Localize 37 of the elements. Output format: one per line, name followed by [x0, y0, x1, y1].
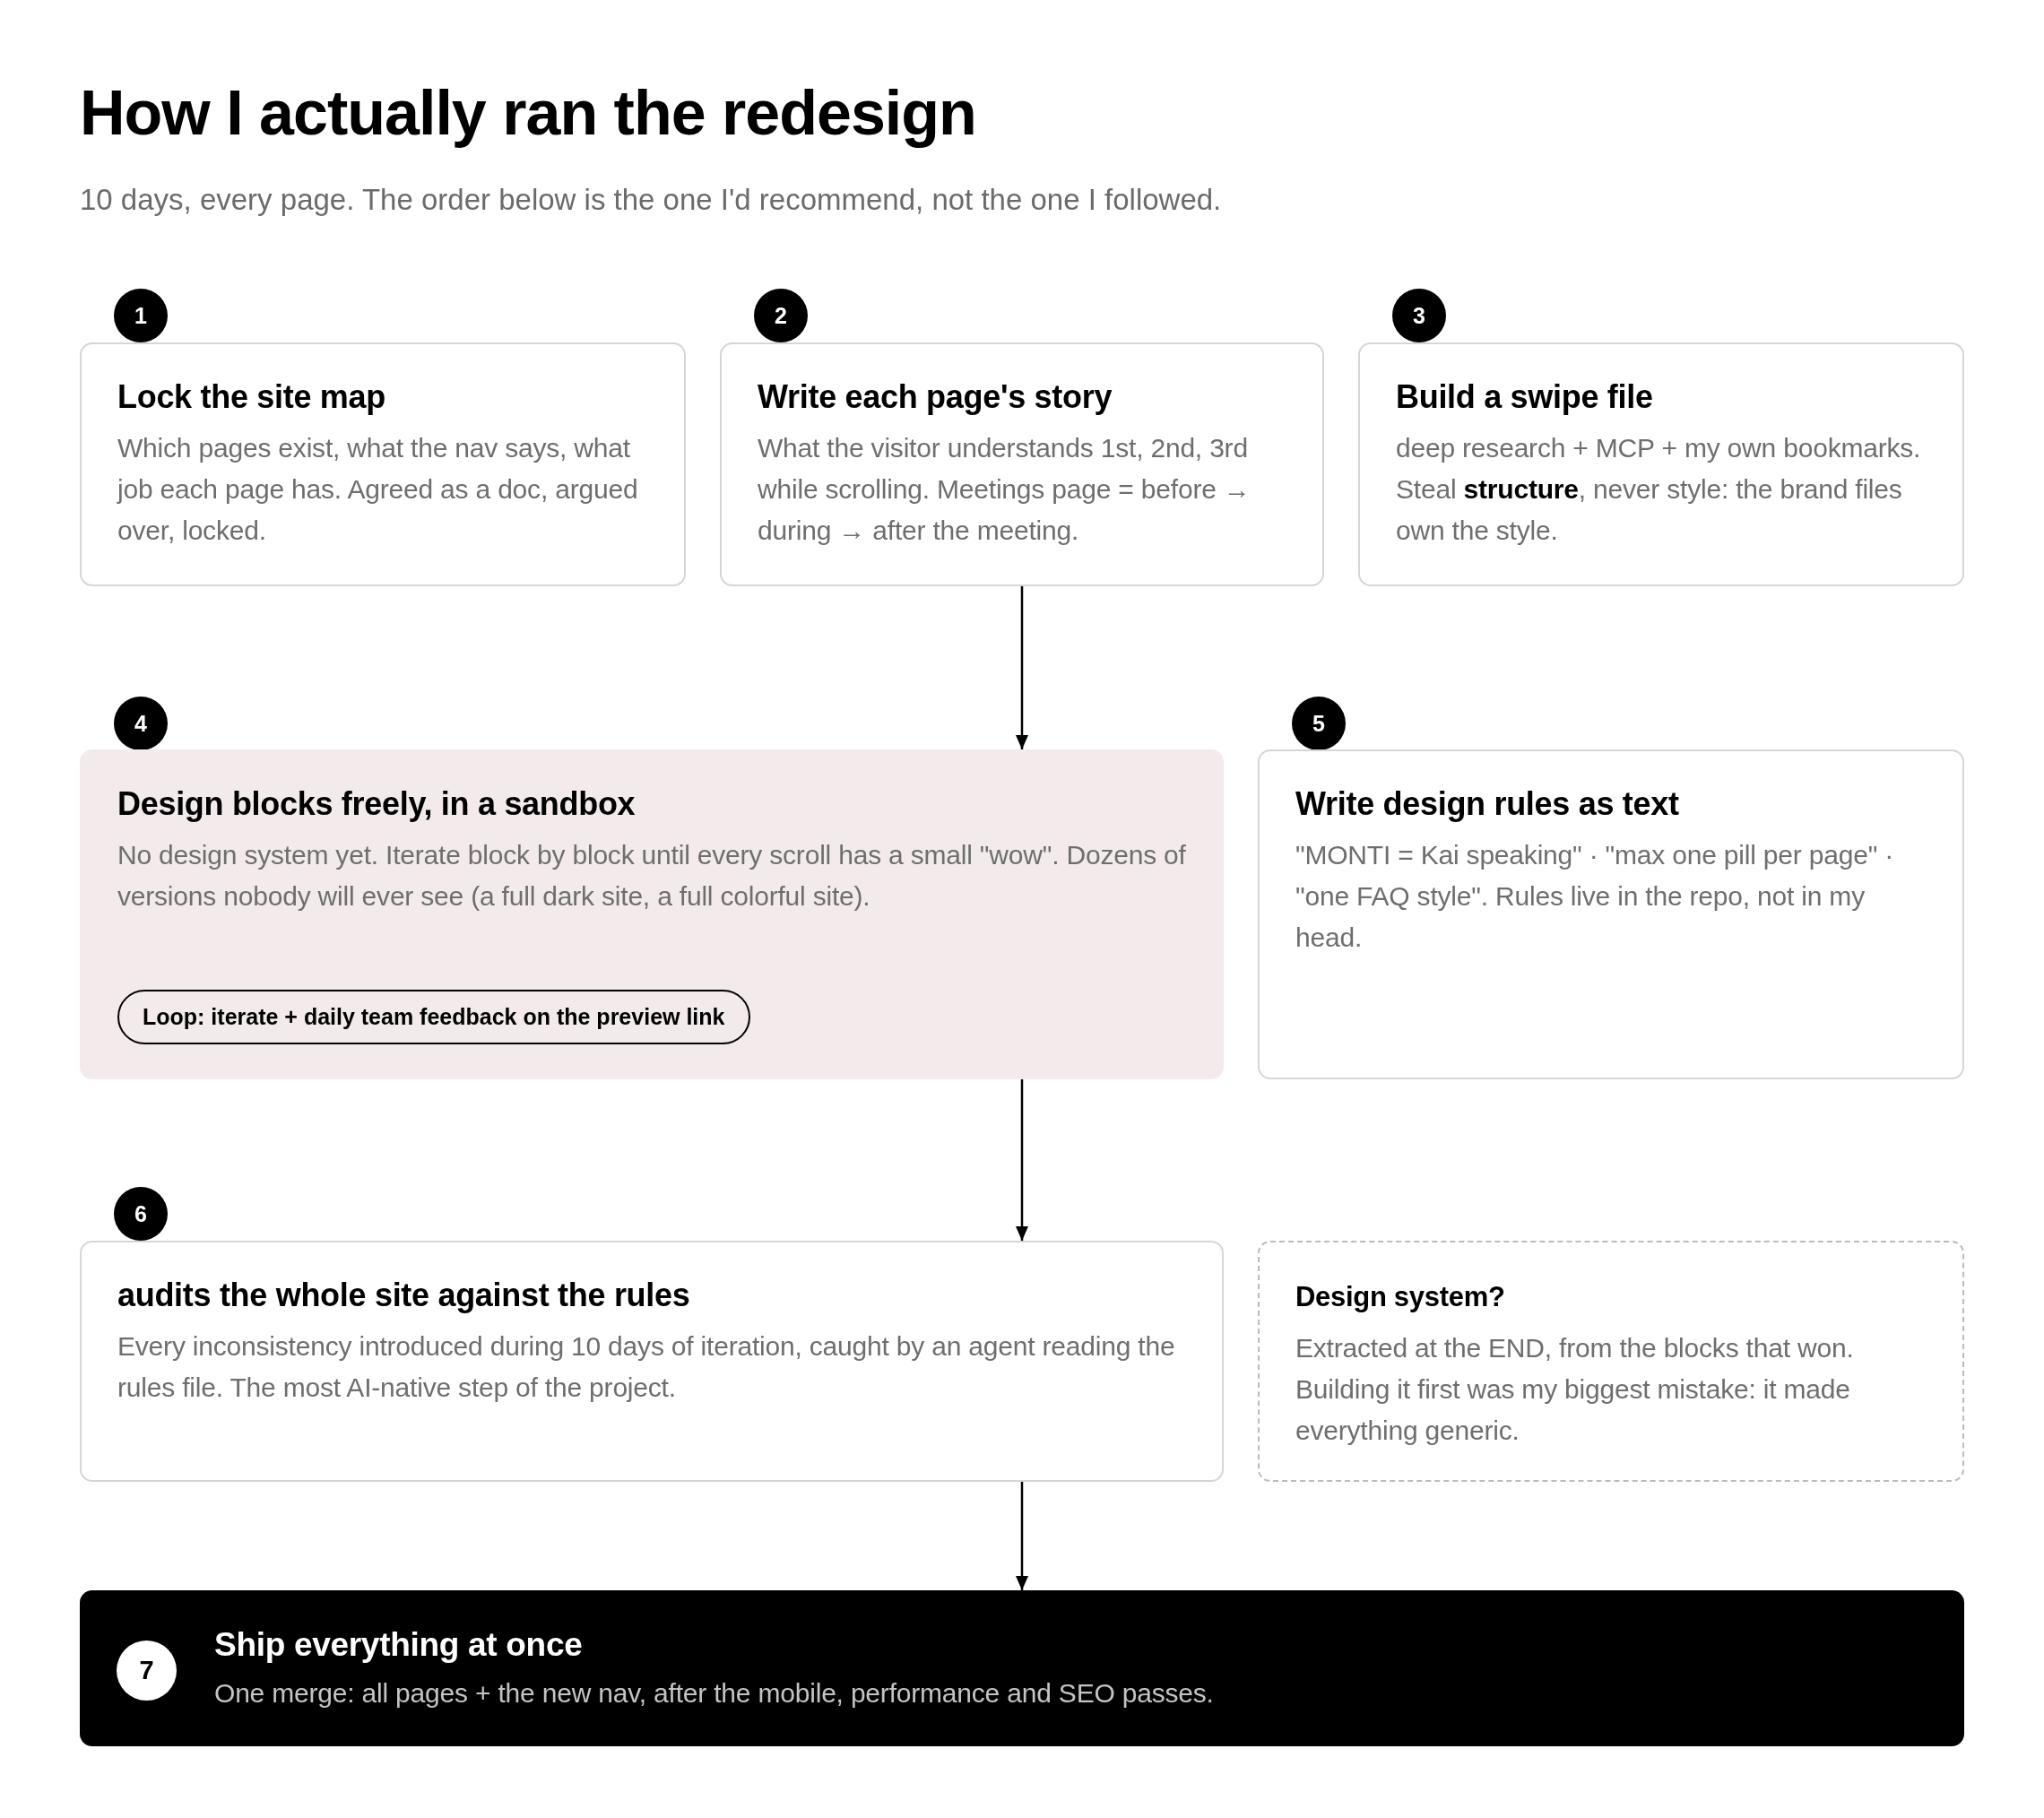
flow-arrow: [1016, 1079, 1028, 1241]
highlighted-step-card: [80, 749, 1224, 1079]
step-card: [720, 342, 1324, 586]
step-description: What the visitor understands 1st, 2nd, 3rd while scrolling. Meetings page = before → during → after the meeting.: [758, 432, 1252, 547]
step-title: Write design rules as text: [1295, 784, 1680, 824]
step-description: No design system yet. Iterate block by block until every scroll has a small "wow". Dozens of versions nobody will ever see (a full dark site, a full colorful site).: [117, 839, 1186, 913]
flow-arrow: [1016, 1482, 1028, 1590]
step-description: "MONTI = Kai speaking" · "max one pill per page" · "one FAQ style". Rules live in the repo, not in my head.: [1295, 839, 1895, 954]
step-number-badge: 2: [754, 289, 808, 342]
step-title: Build a swipe file: [1396, 377, 1654, 417]
step-number-badge: 1: [114, 289, 168, 342]
final-step-banner: [80, 1590, 1964, 1746]
note-text: Extracted at the END, from the blocks that won. Building it first was my biggest mistake: it made everything generic.: [1295, 1331, 1855, 1447]
step-title: Ship everything at once: [214, 1625, 584, 1665]
note-title: Design system?: [1295, 1280, 1506, 1314]
step-title: Lock the site map: [117, 377, 386, 417]
step-card: [1358, 342, 1964, 586]
loop-pill: Loop: iterate + daily team feedback on the preview link: [117, 990, 750, 1044]
step-card: [1258, 749, 1964, 1079]
step-number-badge: 4: [114, 697, 168, 750]
step-description: Which pages exist, what the nav says, what job each page has. Agreed as a doc, argued over, locked.: [117, 432, 639, 547]
step-title: Design blocks freely, in a sandbox: [117, 784, 637, 824]
flow-arrow: [1016, 586, 1028, 749]
step-number-badge: 7: [117, 1641, 177, 1701]
step-description: deep research + MCP + my own bookmarks. Steal structure, never style: the brand files own the style.: [1396, 432, 1922, 547]
step-description: Every inconsistency introduced during 10 days of iteration, caught by an agent reading the rules file. The most AI-native step of the project.: [117, 1330, 1176, 1404]
page-subtitle: 10 days, every page. The order below is the one I'd recommend, not the one I followed.: [80, 182, 1222, 218]
step-number-badge: 6: [114, 1187, 168, 1241]
page-title: How I actually ran the redesign: [80, 77, 976, 150]
step-card: [80, 1241, 1224, 1482]
step-description: One merge: all pages + the new nav, after the mobile, performance and SEO passes.: [214, 1677, 1215, 1710]
step-title: Write each page's story: [758, 377, 1113, 417]
step-number-badge: 5: [1292, 697, 1346, 750]
step-number-badge: 3: [1392, 289, 1446, 342]
note-card: [1258, 1241, 1964, 1482]
step-title: audits the whole site against the rules: [117, 1276, 691, 1315]
step-card: [80, 342, 686, 586]
